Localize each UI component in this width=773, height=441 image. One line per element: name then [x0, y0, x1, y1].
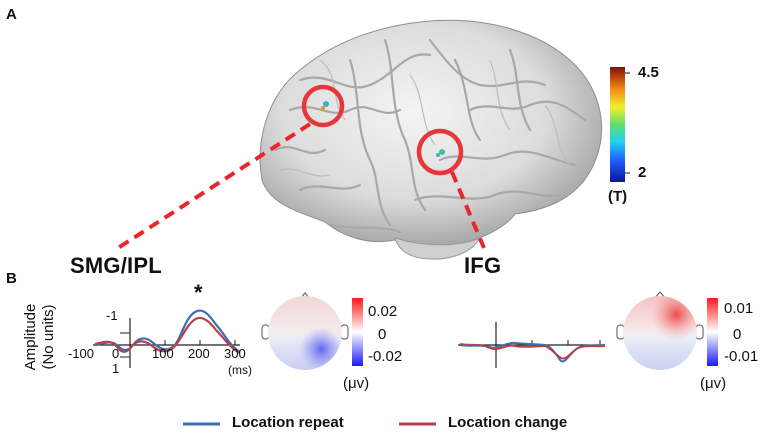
erp-left-location-repeat-line [94, 309, 241, 353]
erp-x-tick-200: 200 [188, 346, 210, 361]
panel-label-b: B [6, 270, 17, 287]
topomap-right-max-label: 0.01 [724, 300, 754, 317]
t-colorbar-unit-label: (T) [608, 188, 628, 205]
region-label-smg-ipl: SMG/IPL [70, 253, 162, 278]
region-label-ifg: IFG [464, 253, 502, 278]
erp-right-plot [458, 322, 606, 368]
erp-x-unit: (ms) [228, 363, 252, 377]
topomap-right-unit-label: (μv) [700, 375, 727, 392]
topomap-left-colorbar [352, 298, 363, 366]
topomap-left [261, 292, 349, 370]
ifg-dashed-connector [450, 171, 486, 249]
topomap-left-min-label: -0.02 [368, 348, 403, 365]
topomap-left-mid-label: 0 [378, 326, 387, 343]
ifg-highlight-circle [416, 128, 464, 176]
t-colorbar-max-label: 4.5 [638, 64, 659, 81]
erp-y-tick-0: 0 [112, 346, 120, 361]
topomap-right-min-label: -0.01 [724, 348, 759, 365]
t-colorbar-min-label: 2 [638, 164, 647, 181]
erp-left-location-change-line [94, 316, 241, 354]
erp-left-plot [93, 309, 241, 368]
panel-label-a: A [6, 6, 17, 23]
erp-y-tick-1: 1 [112, 361, 120, 376]
topomap-right-colorbar [707, 298, 718, 366]
erp-x-tick-neg100: -100 [68, 346, 95, 361]
erp-y-axis-label-line2: (No units) [40, 304, 57, 370]
topomap-left-max-label: 0.02 [368, 303, 398, 320]
topomap-right-mid-label: 0 [733, 326, 742, 343]
erp-x-tick-300: 300 [224, 346, 246, 361]
erp-y-axis-label-line1: Amplitude [22, 303, 39, 371]
topomap-right [616, 291, 704, 370]
significance-asterisk: * [194, 280, 203, 305]
erp-right-location-change-line [459, 343, 606, 360]
t-colorbar [610, 67, 625, 182]
erp-y-tick-neg1: -1 [106, 308, 118, 323]
legend-label-location-repeat: Location repeat [232, 414, 344, 431]
topomap-left-unit-label: (μv) [343, 375, 370, 392]
erp-y-axis-label: Amplitude (No units) [22, 282, 58, 392]
smg-ipl-dashed-connector [116, 122, 312, 250]
smg-ipl-highlight-circle [301, 84, 345, 128]
erp-x-tick-100: 100 [152, 346, 174, 361]
legend-label-location-change: Location change [448, 414, 568, 431]
